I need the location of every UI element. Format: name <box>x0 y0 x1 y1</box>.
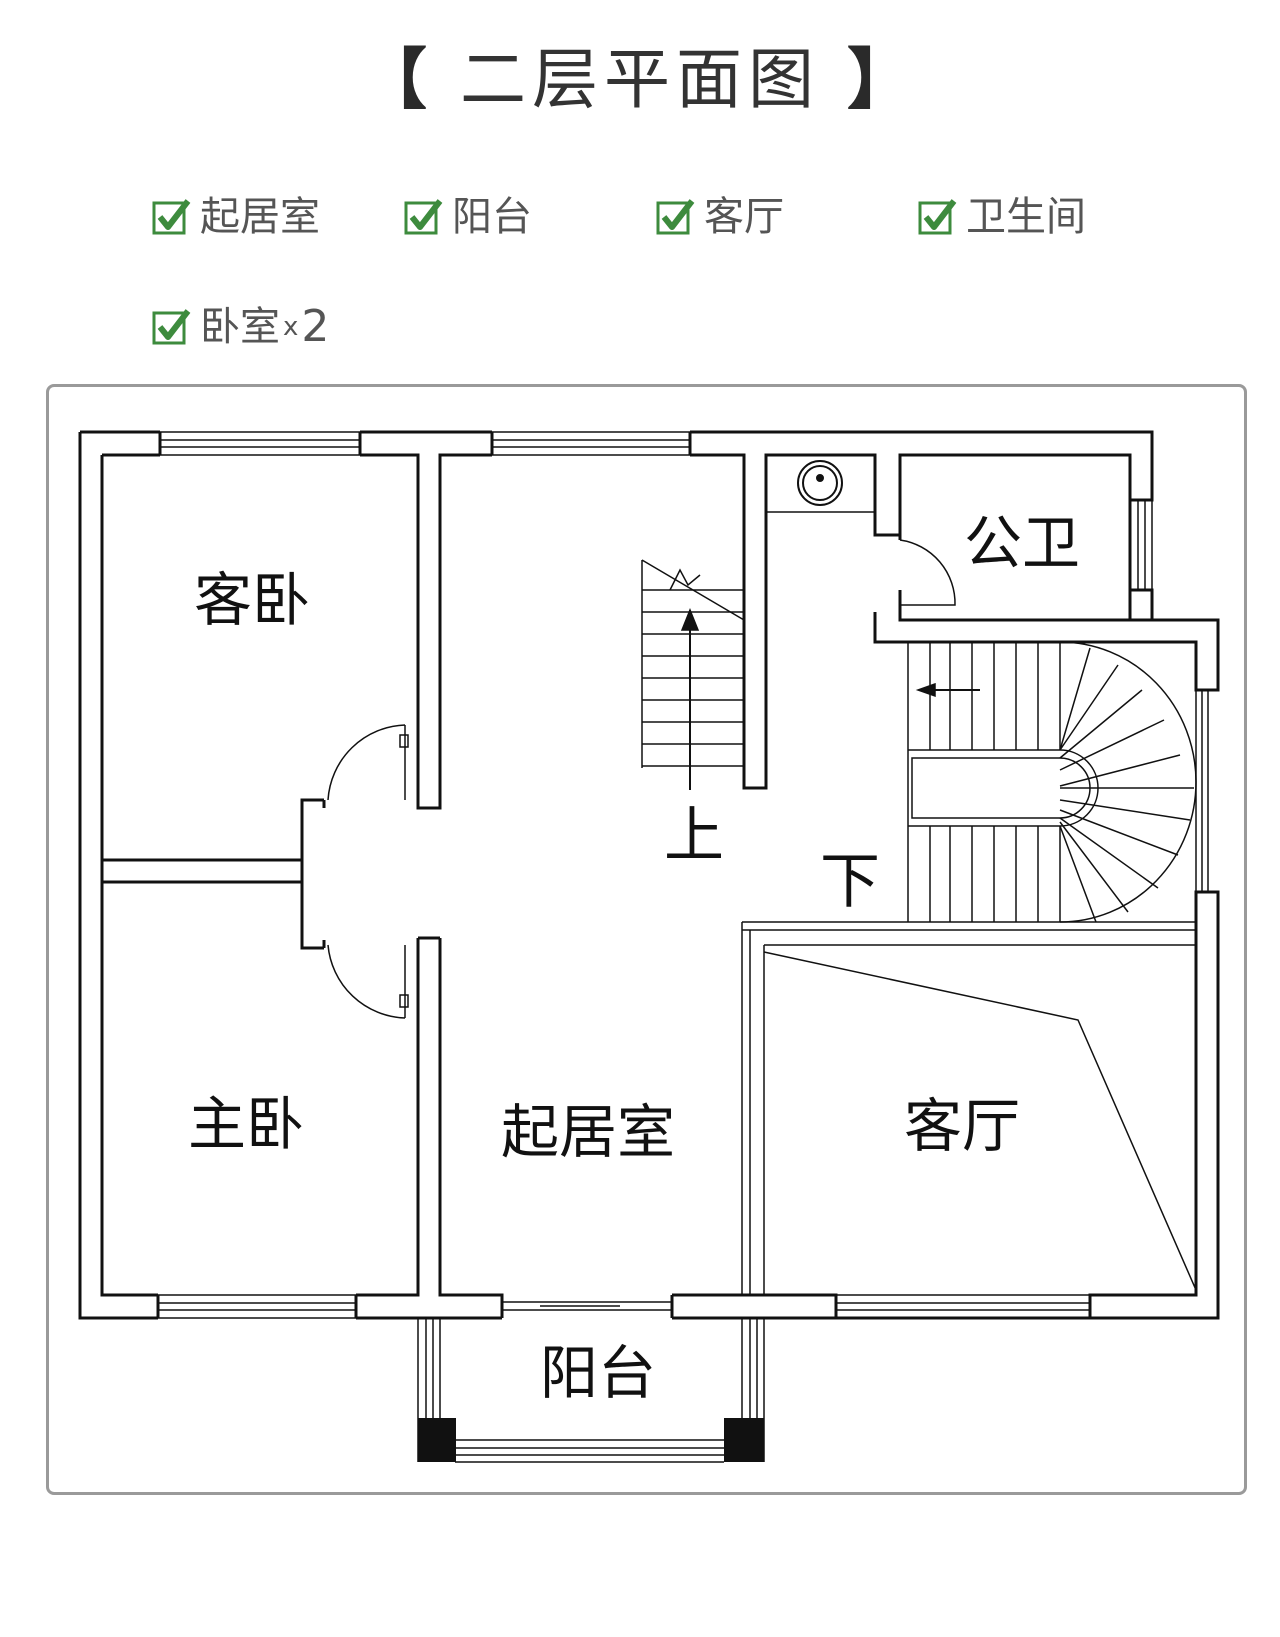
window-top-left <box>160 431 360 456</box>
page-title: 【 二层平面图 】 <box>0 40 1280 120</box>
green-check-icon <box>918 199 957 235</box>
room-label-bathroom: 公卫 <box>964 509 1080 577</box>
legend-label: 卫生间 <box>966 194 1086 240</box>
sliding-door <box>502 1301 672 1311</box>
legend-label: 阳台 <box>452 194 532 240</box>
green-check-icon <box>152 199 191 235</box>
room-label-guest-bedroom: 客卧 <box>194 566 310 634</box>
legend-multiplier: x <box>283 312 299 342</box>
column <box>724 1418 764 1462</box>
master-bedroom-door <box>327 944 406 1019</box>
room-label-master-bedroom: 主卧 <box>188 1090 304 1158</box>
room-label-living-room: 起居室 <box>501 1098 675 1166</box>
green-check-icon <box>152 309 191 345</box>
window-bottom-right <box>836 1294 1090 1319</box>
legend-item-bathroom: 卫生间 <box>918 192 1086 242</box>
guest-bedroom-door <box>327 724 406 801</box>
staircase-down <box>907 641 1197 923</box>
stair-up-label: 上 <box>664 801 724 871</box>
balcony-railing <box>417 1318 441 1462</box>
room-label-parlor: 客厅 <box>904 1092 1020 1160</box>
title-close-bracket: 】 <box>846 41 919 118</box>
exterior-wall-inner <box>100 455 324 862</box>
legend-item-parlor: 客厅 <box>656 192 784 242</box>
room-label-balcony: 阳台 <box>540 1339 656 1407</box>
plan-frame <box>46 384 1247 1495</box>
title-text: 二层平面图 <box>460 41 820 118</box>
title-open-bracket: 【 <box>361 41 434 118</box>
legend-label: 起居室 <box>200 194 320 240</box>
window-top-center <box>492 431 690 456</box>
stair-down-label: 下 <box>820 847 880 917</box>
staircase-up <box>641 559 745 790</box>
legend-label: 客厅 <box>704 194 784 240</box>
legend-item-bedroom: 卧室 x 2 <box>152 302 329 352</box>
bathroom-door <box>899 539 956 606</box>
window-bottom-left <box>158 1294 356 1319</box>
legend-count: 2 <box>301 301 330 352</box>
parlor-boundary <box>741 921 1196 1295</box>
legend-item-living-room: 起居室 <box>152 192 320 242</box>
bedroom-divider <box>100 860 324 950</box>
legend-item-balcony: 阳台 <box>404 192 532 242</box>
column <box>418 1418 456 1462</box>
sink-icon <box>797 460 843 506</box>
green-check-icon <box>656 199 695 235</box>
legend-label: 卧室 <box>200 304 280 350</box>
green-check-icon <box>404 199 443 235</box>
